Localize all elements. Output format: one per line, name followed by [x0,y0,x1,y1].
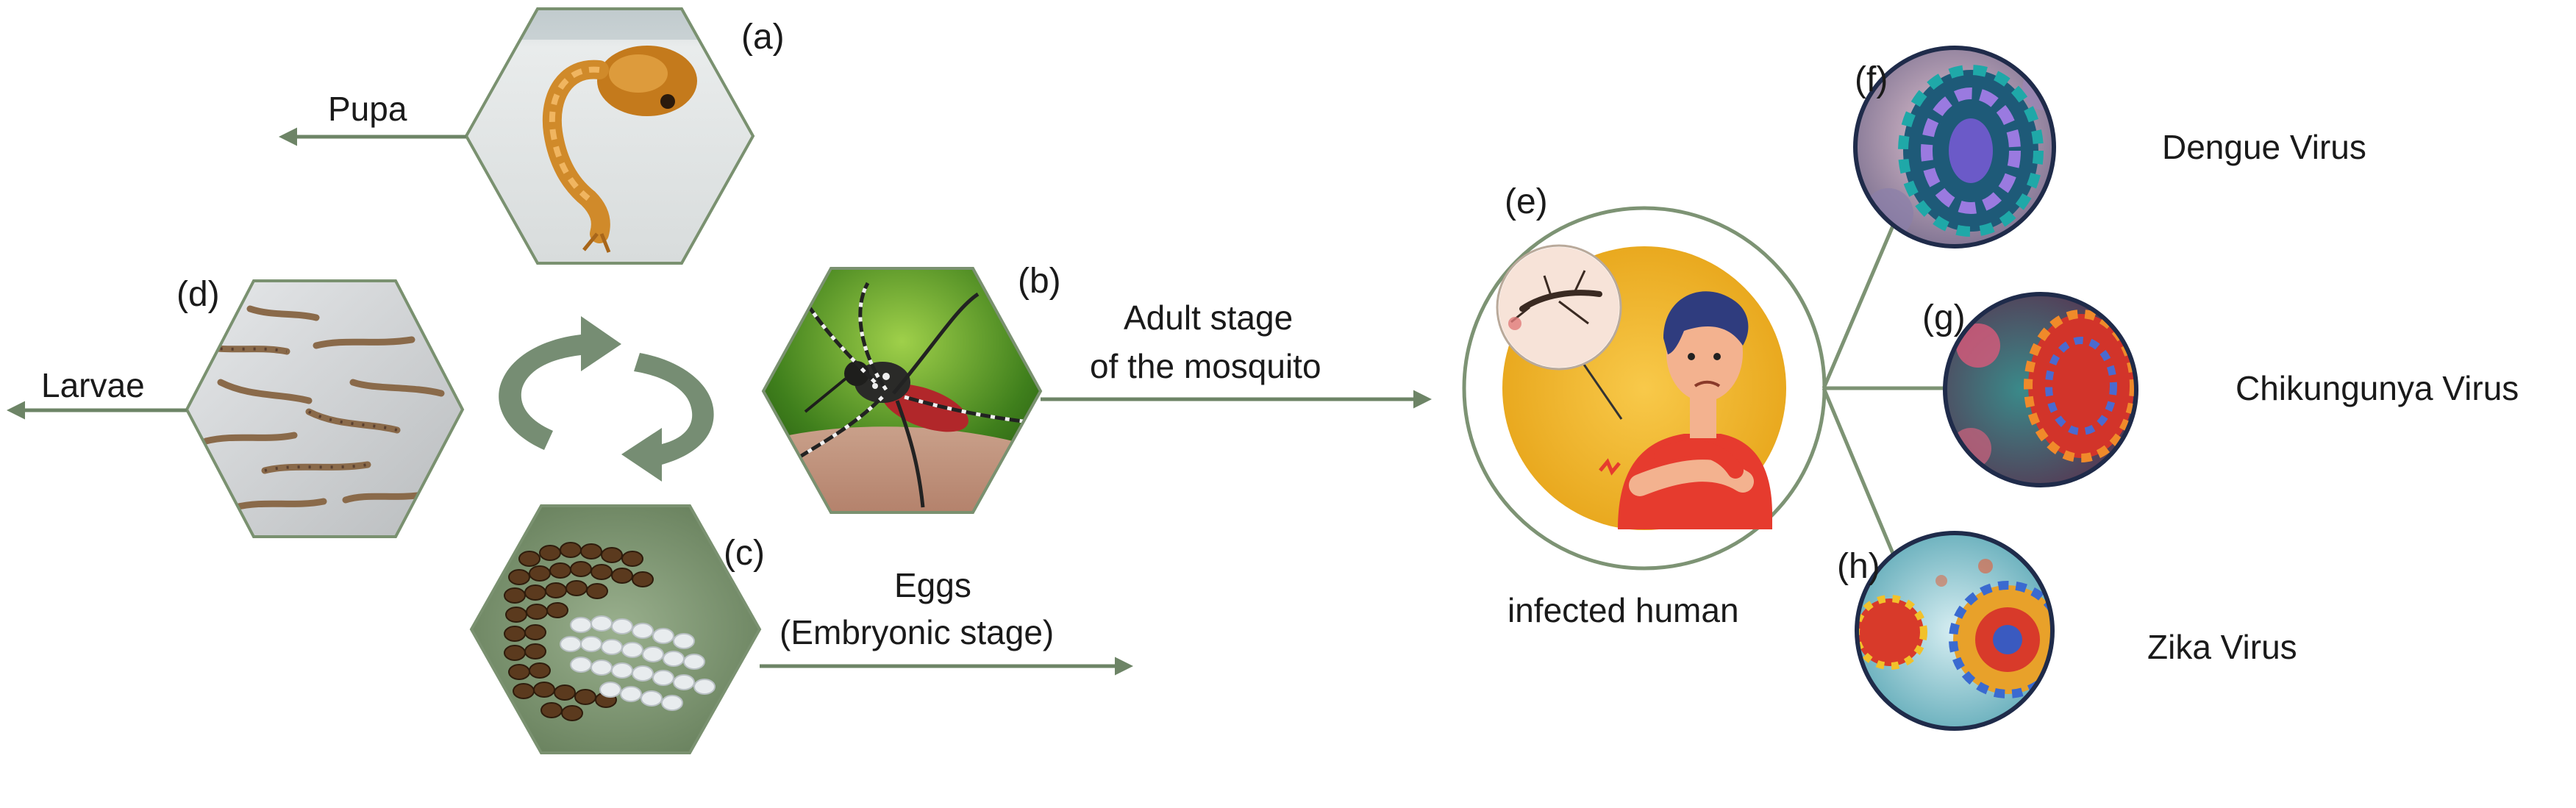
label-eggs-line1: Eggs [894,566,971,604]
tag-d: (d) [176,275,220,314]
hexagon-pupa [464,7,755,265]
label-adult-line1: Adult stage [1124,298,1293,337]
hexagon-adult-mosquito [761,267,1043,514]
hexagon-eggs [469,504,762,754]
tag-e: (e) [1505,182,1548,221]
virus-connectors [1822,224,1945,556]
tag-c: (c) [724,534,765,573]
mosquito-icon [778,282,1038,508]
cycle-arrows-icon [499,316,714,482]
tag-h: (h) [1837,547,1880,586]
tag-g: (g) [1922,298,1966,337]
infected-human-illustration [1462,206,1827,571]
tag-f: (f) [1855,60,1888,99]
label-infected-human: infected human [1508,591,1739,629]
tag-a: (a) [741,18,785,57]
label-pupa: Pupa [328,90,407,128]
label-chikungunya: Chikungunya Virus [2236,369,2519,407]
label-eggs-line2: (Embryonic stage) [779,613,1054,651]
label-larvae: Larvae [41,366,145,404]
chikungunya-virus-image [1943,292,2138,487]
zika-virus-image [1855,531,2055,731]
tag-b: (b) [1018,262,1061,301]
label-dengue: Dengue Virus [2162,128,2366,166]
label-zika: Zika Virus [2147,628,2297,666]
label-adult-line2: of the mosquito [1090,347,1321,385]
hexagon-larvae [185,279,465,538]
